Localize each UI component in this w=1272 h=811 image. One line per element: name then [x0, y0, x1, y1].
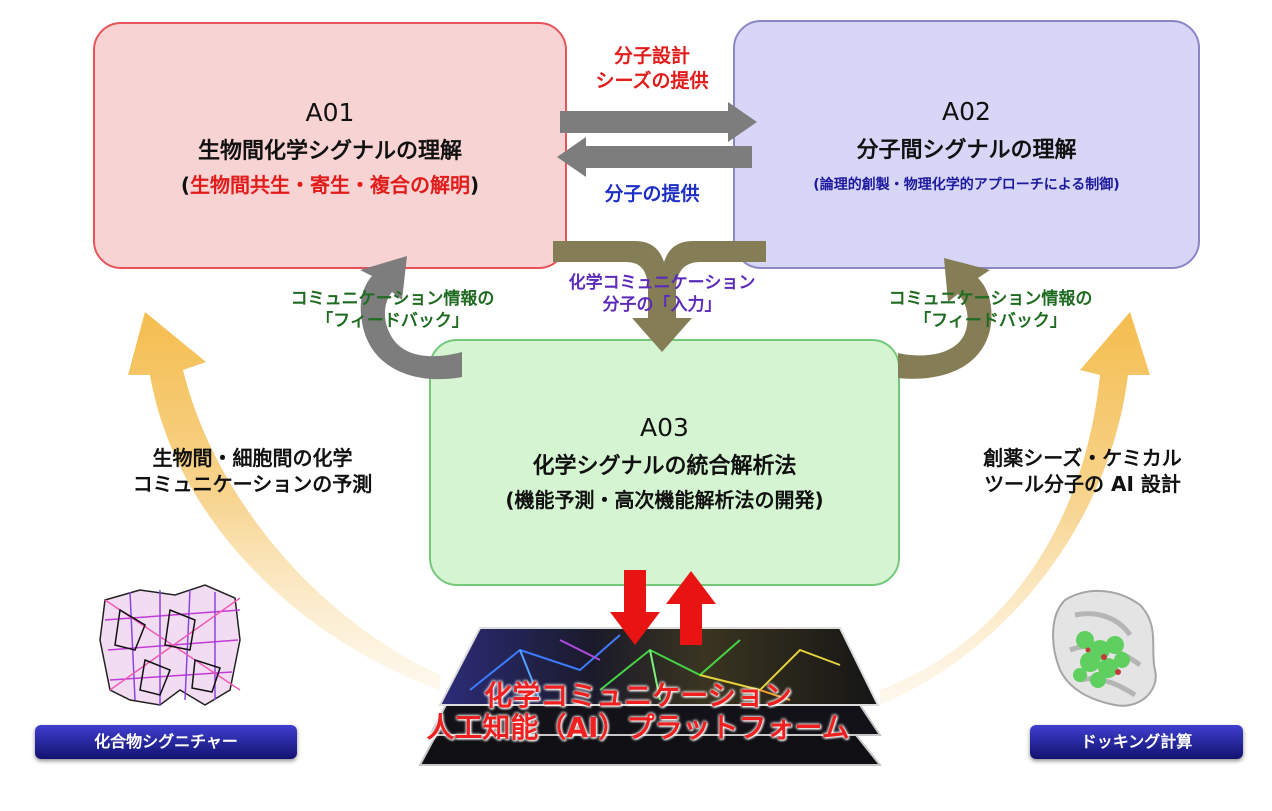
arrow-feedback-left — [360, 256, 462, 380]
ai-platform-line2: 人工知能（AI）プラットフォーム — [426, 711, 850, 745]
arrow-down-to-platform — [610, 570, 660, 645]
feedback-left-line2: 「フィードバック」 — [316, 311, 469, 332]
a01-title: 生物間化学シグナルの理解 — [197, 139, 462, 164]
prediction-line2: コミュニケーションの予測 — [132, 472, 373, 496]
yellow-arrow-left — [128, 312, 440, 690]
ai-platform-line1: 化学コミュニケーション — [484, 679, 792, 712]
a01-sub-text: 生物間共生・寄生・複合の解明 — [190, 173, 470, 197]
seeds-provision-line2: シーズの提供 — [595, 69, 709, 92]
compound-signature-image — [99, 584, 241, 706]
a02-title: 分子間シグナルの理解 — [856, 138, 1077, 163]
arrow-input-to-a03 — [553, 241, 766, 352]
a01-subtitle: (生物間共生・寄生・複合の解明) — [95, 169, 565, 198]
module-a02-box: A02 分子間シグナルの理解 (論理的創製・物理化学的アプローチによる制御) — [733, 20, 1200, 269]
a02-code: A02 — [942, 97, 991, 126]
ai-design-label: 創薬シーズ・ケミカル ツール分子の AI 設計 — [950, 445, 1215, 497]
docking-protein-image — [1052, 589, 1157, 707]
docking-calculation-badge: ドッキング計算 — [1030, 725, 1243, 759]
module-a01-box: A01 生物間化学シグナルの理解 (生物間共生・寄生・複合の解明) — [93, 22, 567, 269]
seeds-provision-label: 分子設計 シーズの提供 — [577, 44, 727, 93]
prediction-label: 生物間・細胞間の化学 コミュニケーションの予測 — [120, 445, 385, 497]
arrow-up-from-platform — [666, 571, 716, 645]
a03-title: 化学シグナルの統合解析法 — [532, 454, 797, 479]
compound-signature-badge: 化合物シグニチャー — [35, 725, 297, 759]
molecule-input-line1: 化学コミュニケーション — [568, 273, 756, 293]
ai-platform-title: 化学コミュニケーション 人工知能（AI）プラットフォーム — [378, 679, 898, 745]
a02-subtitle: (論理的創製・物理化学的アプローチによる制御) — [813, 177, 1120, 193]
platform-layer-1 — [438, 627, 880, 706]
a03-code: A03 — [640, 413, 689, 442]
yellow-arrow-right — [880, 312, 1150, 705]
feedback-right-label: コミュニケーション情報の 「フィードバック」 — [848, 288, 1133, 332]
ai-design-line2: ツール分子の AI 設計 — [984, 472, 1181, 496]
prediction-line1: 生物間・細胞間の化学 — [152, 446, 353, 470]
feedback-left-label: コミュニケーション情報の 「フィードバック」 — [250, 288, 535, 332]
feedback-left-line1: コミュニケーション情報の — [290, 289, 495, 309]
arrow-feedback-right — [898, 258, 992, 379]
arrow-a02-to-a01 — [557, 137, 752, 177]
network-lines — [469, 634, 841, 701]
feedback-right-line2: 「フィードバック」 — [914, 311, 1067, 332]
seeds-provision-line1: 分子設計 — [613, 45, 690, 67]
molecule-input-line2: 分子の「入力」 — [602, 295, 722, 316]
molecule-provision-label: 分子の提供 — [604, 183, 700, 205]
molecule-input-label: 化学コミュニケーション 分子の「入力」 — [532, 272, 792, 316]
a03-subtitle: (機能予測・高次機能解析法の開発) — [505, 488, 824, 512]
a01-sub-close: ) — [470, 173, 480, 197]
a01-code: A01 — [305, 98, 355, 127]
ai-design-line1: 創薬シーズ・ケミカル — [983, 446, 1182, 470]
a01-sub-open: ( — [180, 173, 190, 197]
module-a03-box: A03 化学シグナルの統合解析法 (機能予測・高次機能解析法の開発) — [429, 339, 900, 586]
feedback-right-line1: コミュニケーション情報の — [888, 289, 1093, 309]
arrow-a01-to-a02 — [560, 102, 757, 142]
